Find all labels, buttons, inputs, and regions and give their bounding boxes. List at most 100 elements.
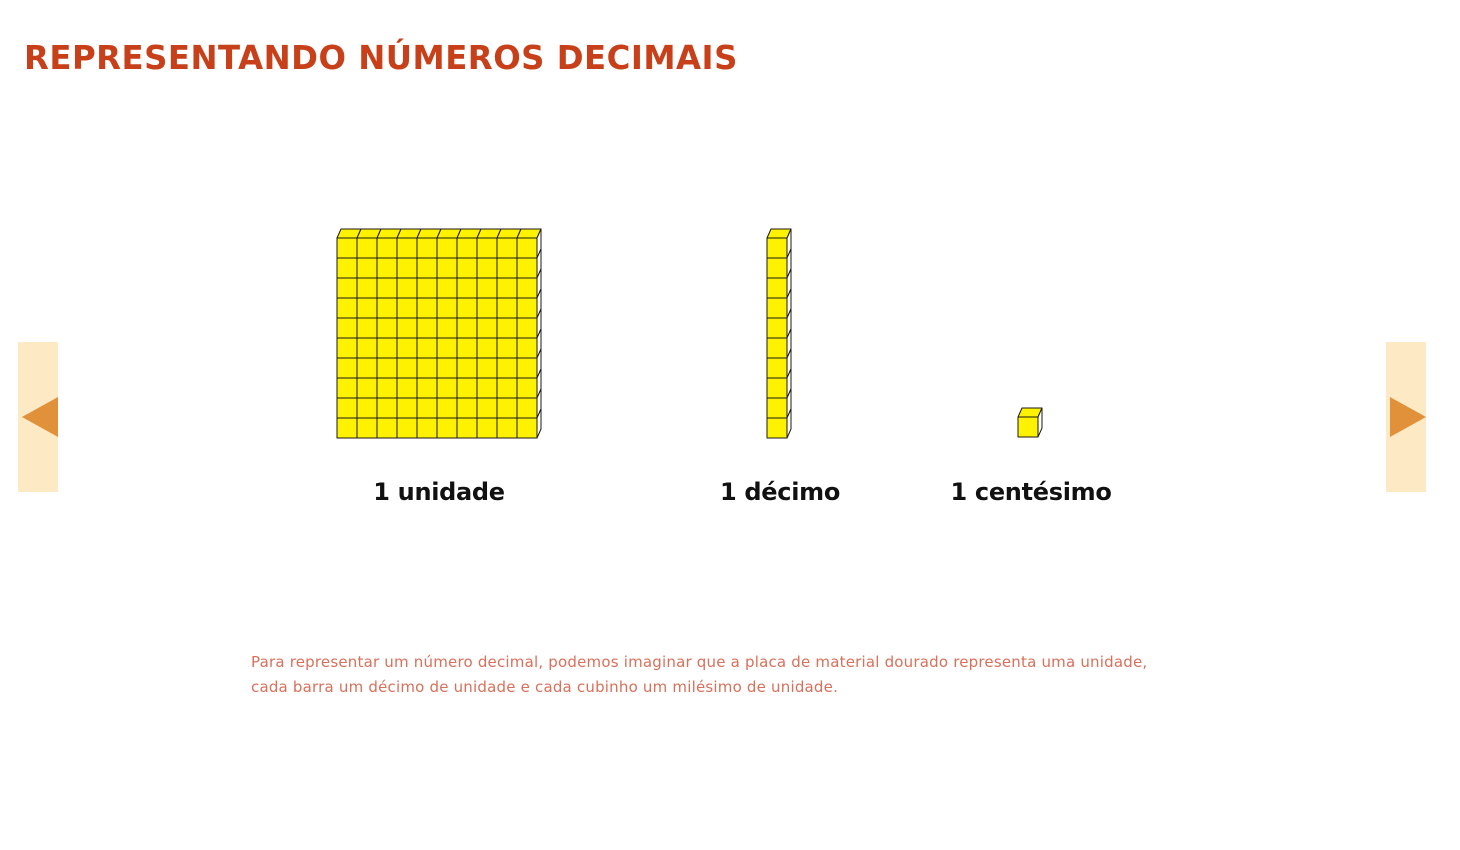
cube-face (476, 317, 498, 339)
cube-face (496, 237, 518, 259)
cube-face (456, 277, 478, 299)
cube-face (766, 357, 788, 379)
cube-face (496, 257, 518, 279)
cube-face (516, 317, 538, 339)
cube-face (396, 237, 418, 259)
cube-face (516, 377, 538, 399)
cube-face (476, 297, 498, 319)
cube-face (416, 277, 438, 299)
cube-face (376, 397, 398, 419)
cube-face (496, 337, 518, 359)
cube-face (336, 357, 358, 379)
cube-face (516, 257, 538, 279)
cube-face (516, 357, 538, 379)
cube-face (336, 377, 358, 399)
cube-face (416, 257, 438, 279)
cube-face (376, 277, 398, 299)
cube-face (356, 277, 378, 299)
cube-face (376, 237, 398, 259)
cube-face (396, 277, 418, 299)
cube-face (436, 337, 458, 359)
cube-face (516, 297, 538, 319)
cube-face (456, 397, 478, 419)
cube-face (456, 257, 478, 279)
cube-face (376, 297, 398, 319)
cube-face (396, 417, 418, 439)
cube-face (336, 237, 358, 259)
cube-face (376, 417, 398, 439)
cube-face (436, 257, 458, 279)
cube-face (766, 337, 788, 359)
cube-face (336, 337, 358, 359)
cube-face (336, 277, 358, 299)
cube-face (416, 237, 438, 259)
tenth-bar-figure (766, 228, 797, 439)
cube-face (416, 357, 438, 379)
cube-face (336, 297, 358, 319)
cube-face (766, 417, 788, 439)
cube-face (456, 377, 478, 399)
label-tenth: 1 décimo (719, 478, 841, 506)
cube-face (396, 337, 418, 359)
cube-face (496, 397, 518, 419)
cube-face (456, 317, 478, 339)
cube-face (476, 397, 498, 419)
hundredth-cube-figure (1017, 407, 1048, 440)
cube-face (436, 417, 458, 439)
cube-face (766, 397, 788, 419)
cube-face (516, 337, 538, 359)
triangle-left-icon (22, 397, 58, 437)
cube-face (436, 297, 458, 319)
cube-face (436, 397, 458, 419)
cube-face (766, 257, 788, 279)
cube-face (336, 257, 358, 279)
cube-face (356, 237, 378, 259)
cube-face (356, 357, 378, 379)
cube-face (436, 357, 458, 379)
cube-face (476, 377, 498, 399)
cube-face (456, 237, 478, 259)
cube-face (416, 397, 438, 419)
cube-face (376, 357, 398, 379)
cube-face (416, 297, 438, 319)
cube-face (496, 357, 518, 379)
base-ten-plate (336, 228, 542, 439)
page-title: REPRESENTANDO NÚMEROS DECIMAIS (24, 38, 738, 77)
cube-face (516, 237, 538, 259)
cube-face (766, 317, 788, 339)
cube-face (476, 337, 498, 359)
cube-face (496, 417, 518, 439)
cube-face (496, 377, 518, 399)
cube-face (416, 337, 438, 359)
cube-face (376, 337, 398, 359)
next-slide-button[interactable] (1386, 342, 1426, 492)
cube-face (376, 317, 398, 339)
triangle-right-icon (1390, 397, 1426, 437)
cube-face (456, 417, 478, 439)
cube-face (516, 397, 538, 419)
cube-face (376, 257, 398, 279)
cube-face (396, 317, 418, 339)
cube-face (396, 297, 418, 319)
cube-face (376, 377, 398, 399)
base-ten-rod (766, 228, 792, 439)
unit-plate-figure (336, 228, 547, 439)
cube-face (436, 237, 458, 259)
cube-face (516, 417, 538, 439)
previous-slide-button[interactable] (18, 342, 58, 492)
cube-face (476, 357, 498, 379)
cube-face (476, 257, 498, 279)
cube-face (356, 397, 378, 419)
cube-face (1017, 416, 1039, 438)
cube-face (496, 317, 518, 339)
cube-face (356, 317, 378, 339)
cube-face (396, 257, 418, 279)
cube-face (766, 377, 788, 399)
cube-face (336, 317, 358, 339)
cube-face (416, 317, 438, 339)
cube-face (476, 237, 498, 259)
cube-face (436, 377, 458, 399)
cube-face (766, 297, 788, 319)
cube-face (456, 337, 478, 359)
